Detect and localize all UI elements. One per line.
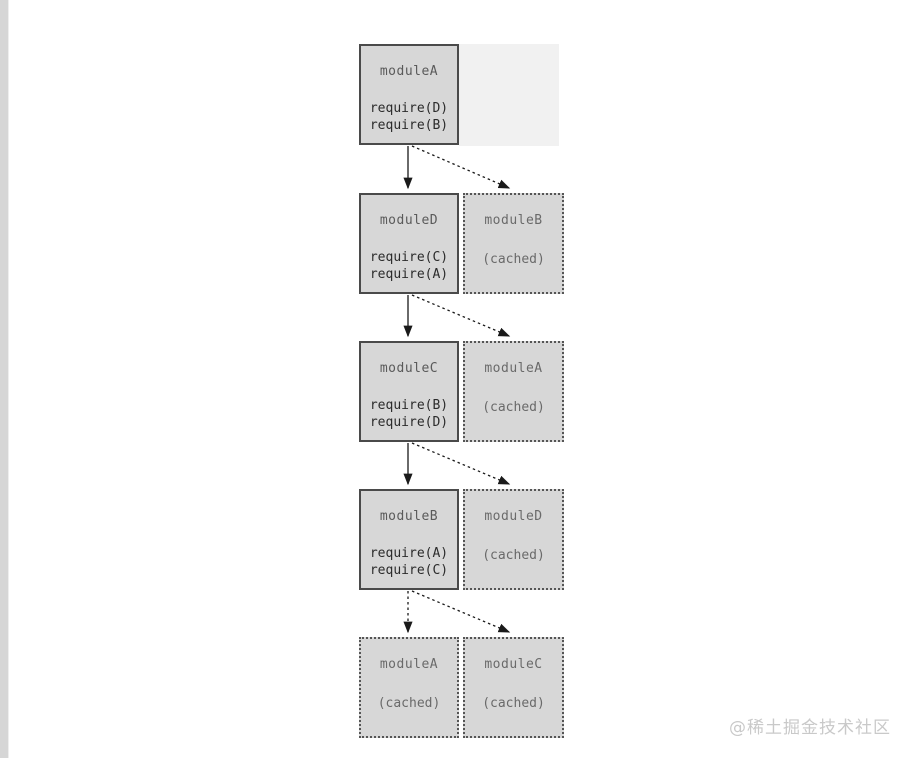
module-title: moduleA bbox=[484, 361, 543, 376]
module-title: moduleC bbox=[484, 657, 543, 672]
box-step4-moduleD-cached: moduleD (cached) bbox=[463, 489, 564, 590]
require-line: require(B) bbox=[369, 118, 449, 133]
module-title: moduleB bbox=[484, 213, 543, 228]
module-body: (cached) bbox=[465, 399, 562, 416]
module-body: require(B) require(D) bbox=[361, 397, 457, 431]
cached-label: (cached) bbox=[482, 696, 545, 711]
module-body: (cached) bbox=[465, 547, 562, 564]
arrow-moduleA-to-moduleB-cached bbox=[411, 145, 511, 189]
module-title: moduleD bbox=[379, 213, 439, 228]
module-body: (cached) bbox=[361, 695, 457, 712]
scrollbar-track[interactable] bbox=[0, 0, 9, 758]
module-body: (cached) bbox=[465, 695, 562, 712]
module-title: moduleA bbox=[379, 657, 439, 672]
require-line: require(D) bbox=[369, 101, 449, 116]
cached-label: (cached) bbox=[377, 696, 441, 711]
arrow-moduleC-to-moduleD-cached bbox=[411, 442, 511, 485]
require-line: require(A) bbox=[369, 267, 449, 282]
module-body: (cached) bbox=[465, 251, 562, 268]
module-body: require(D) require(B) bbox=[361, 100, 457, 134]
box-step5-moduleA-cached: moduleA (cached) bbox=[359, 637, 459, 738]
box-step2-moduleB-cached: moduleB (cached) bbox=[463, 193, 564, 294]
box-step2-moduleD: moduleD require(C) require(A) bbox=[359, 193, 459, 294]
module-body: require(C) require(A) bbox=[361, 249, 457, 283]
module-title: moduleD bbox=[484, 509, 543, 524]
module-title: moduleA bbox=[379, 64, 439, 79]
box-step3-moduleA-cached: moduleA (cached) bbox=[463, 341, 564, 442]
require-line: require(B) bbox=[369, 398, 449, 413]
cached-label: (cached) bbox=[482, 400, 545, 415]
watermark: @稀土掘金技术社区 bbox=[729, 718, 891, 738]
arrow-moduleB-to-moduleC-cached bbox=[411, 590, 511, 633]
cached-label: (cached) bbox=[482, 252, 545, 267]
box-step4-moduleB: moduleB require(A) require(C) bbox=[359, 489, 459, 590]
module-title: moduleB bbox=[379, 509, 439, 524]
box-step5-moduleC-cached: moduleC (cached) bbox=[463, 637, 564, 738]
require-line: require(D) bbox=[369, 415, 449, 430]
require-line: require(A) bbox=[369, 546, 449, 561]
require-line: require(C) bbox=[369, 250, 449, 265]
module-title: moduleC bbox=[379, 361, 439, 376]
box-step1-moduleA: moduleA require(D) require(B) bbox=[359, 44, 459, 145]
arrow-moduleD-to-moduleA-cached bbox=[411, 294, 511, 337]
module-body: require(A) require(C) bbox=[361, 545, 457, 579]
cached-label: (cached) bbox=[482, 548, 545, 563]
ghost-box bbox=[459, 44, 559, 146]
require-line: require(C) bbox=[369, 563, 449, 578]
box-step3-moduleC: moduleC require(B) require(D) bbox=[359, 341, 459, 442]
